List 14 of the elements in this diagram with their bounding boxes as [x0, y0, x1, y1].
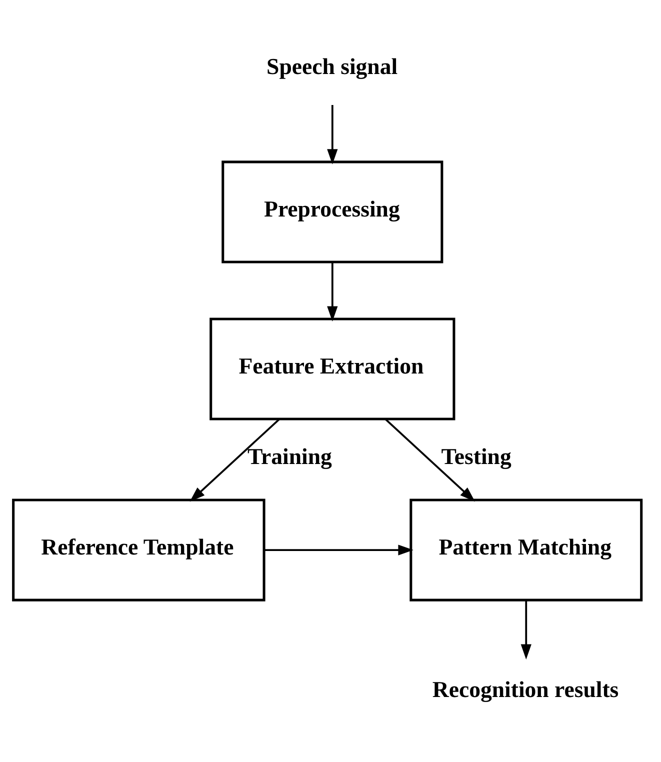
arrow [327, 262, 338, 322]
arrow [327, 105, 338, 164]
node-text: Recognition results [432, 676, 619, 702]
edge-label: Testing [441, 444, 512, 469]
node-box: Pattern Matching [410, 498, 643, 602]
arrow [190, 418, 280, 502]
arrow [520, 600, 532, 660]
node-text: Speech signal [266, 54, 398, 79]
edge-label: Training [248, 444, 332, 469]
node-box: Reference Template [12, 498, 266, 602]
node-box: Feature Extraction [210, 318, 456, 420]
arrow [384, 418, 476, 502]
node-box: Preprocessing [222, 160, 444, 264]
arrow [264, 544, 414, 556]
